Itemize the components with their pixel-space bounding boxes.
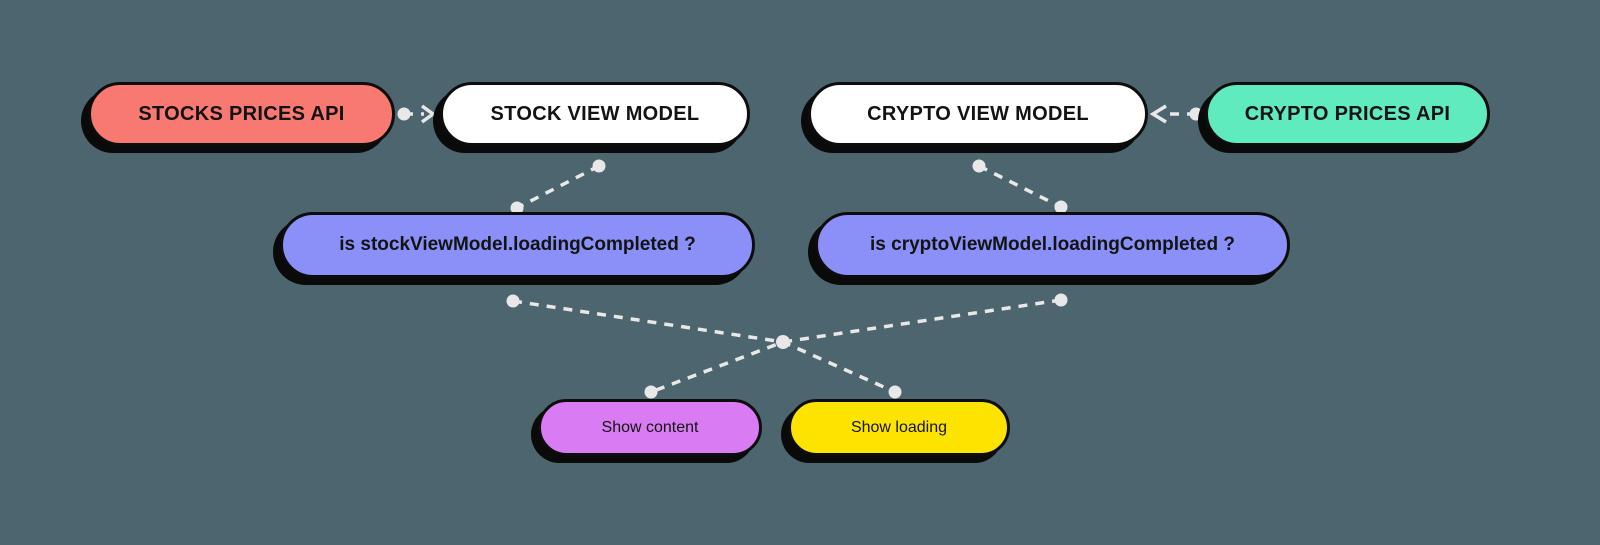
node-show-loading: Show loading [788, 399, 1010, 456]
edge-stocksapi-to-stockvm [397, 104, 436, 124]
edge-endpoint-dot [972, 159, 986, 173]
edge-endpoint-dot [888, 385, 902, 399]
node-label: Show content [601, 418, 699, 436]
edge-endpoint-dot [1189, 107, 1203, 121]
edge-cryptoapi-to-cryptovm [1149, 104, 1203, 124]
node-stock-view-model: STOCK VIEW MODEL [440, 82, 750, 146]
edge-endpoint-dot [506, 294, 520, 308]
node-label: CRYPTO VIEW MODEL [867, 102, 1089, 125]
node-label: STOCKS PRICES API [138, 102, 345, 125]
node-show-content: Show content [538, 399, 762, 456]
node-label: Show loading [850, 418, 948, 436]
node-stocks-prices-api: STOCKS PRICES API [88, 82, 395, 146]
edge-stockvm-to-condition [510, 159, 606, 215]
edge-endpoint-dot [592, 159, 606, 173]
node-label: is stockViewModel.loadingCompleted ? [339, 234, 696, 255]
node-crypto-view-model: CRYPTO VIEW MODEL [808, 82, 1148, 146]
node-crypto-prices-api: CRYPTO PRICES API [1205, 82, 1490, 146]
edge-cryptovm-to-condition [972, 159, 1068, 214]
node-label: is cryptoViewModel.loadingCompleted ? [870, 234, 1235, 255]
node-stock-loading-condition: is stockViewModel.loadingCompleted ? [280, 212, 755, 278]
edge-stockcondition-to-showloading [506, 294, 902, 399]
node-crypto-loading-condition: is cryptoViewModel.loadingCompleted ? [815, 212, 1290, 278]
edge-endpoint-dot [397, 107, 411, 121]
node-label: STOCK VIEW MODEL [490, 102, 700, 125]
edge-endpoint-dot [644, 385, 658, 399]
edge-endpoint-dot [1054, 293, 1068, 307]
junction-dot [776, 335, 790, 349]
node-label: CRYPTO PRICES API [1244, 102, 1451, 125]
edge-cryptocondition-to-showcontent [644, 293, 1068, 399]
